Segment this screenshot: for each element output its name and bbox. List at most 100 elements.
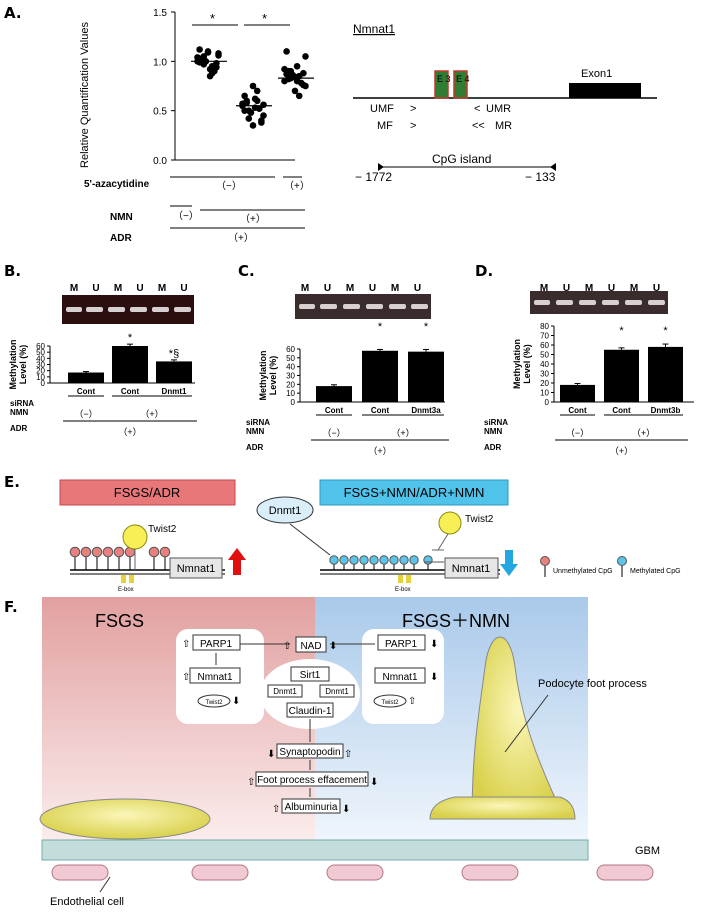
panel-a-point	[302, 53, 309, 60]
bar	[316, 386, 352, 402]
panel-a-ytick-label: 0.5	[153, 107, 167, 118]
panel-a-row-nmn: NMN	[110, 212, 133, 223]
methylated-cpg	[389, 555, 399, 565]
bar-ylabel: MethylationLevel (%)	[8, 339, 28, 389]
gel-lane-label: U	[414, 283, 421, 294]
unmethylated-cpg	[91, 546, 103, 558]
gel-lane-label: U	[653, 283, 660, 294]
bar-ylabel-line1: Methylation	[8, 339, 18, 389]
podocyte-label: Podocyte foot process	[538, 678, 647, 690]
synap-down: ⬇	[267, 749, 275, 760]
methylated-cpg	[329, 555, 339, 565]
alb-up: ⇧	[272, 804, 280, 815]
nmnat1-left-box	[169, 557, 223, 579]
bar-ytick-label: 20	[540, 379, 549, 388]
panel-label-a: A.	[4, 4, 22, 22]
panel-e-legend: Unmethylated CpG Methylated CpG	[540, 556, 681, 577]
nmn-plus: （+）	[140, 409, 163, 419]
bar-annotation: *§	[169, 348, 179, 360]
fpe-up: ⇧	[247, 777, 255, 788]
panel-a-adr-plus: （+）	[228, 232, 254, 244]
panel-a-point	[291, 87, 299, 95]
gel-lane-label: M	[585, 283, 593, 294]
panel-a-ylabel-text: Relative Quantification Values	[80, 22, 91, 168]
panel-a-group-table: 5'-azacytidine （−） （+） NMN （−） （+） ADR （…	[84, 176, 310, 244]
adr-plus: （+）	[610, 446, 633, 456]
podocyte-label-text: Podocyte foot process	[538, 678, 647, 690]
bar	[68, 372, 104, 383]
exon4-box	[453, 70, 468, 99]
endothelial-cell	[191, 864, 249, 881]
fsgs-title: FSGS	[95, 611, 144, 631]
panel-a-significance: * *	[192, 11, 290, 26]
exon3-box	[434, 70, 449, 99]
bar-ytick-label: 0	[291, 398, 296, 407]
unmethylated-cpg	[102, 546, 114, 558]
panel-a-point	[283, 48, 290, 55]
bar-group-label: Dnmt3a	[411, 406, 441, 415]
twist2-left-label: Twist2	[148, 524, 177, 535]
panel-a-point	[251, 95, 259, 103]
gel-lane-label: M	[301, 283, 309, 294]
bar-group-label: Dnmt1	[162, 387, 187, 396]
claudin-node: Claudin-1	[289, 706, 332, 717]
bar-group-label: Dnmt3b	[651, 406, 681, 415]
bar	[604, 349, 639, 402]
methylated-cpg	[423, 555, 433, 565]
gel-lane-label: M	[70, 283, 78, 294]
bar-ytick-label: 30	[286, 372, 295, 381]
gel-lane-label: M	[346, 283, 354, 294]
panel-a-point	[206, 72, 214, 80]
parp1-left: PARP1	[200, 639, 232, 650]
panel-a-point	[258, 119, 265, 126]
twist2-right-label: Twist2	[465, 514, 494, 525]
endothelial-cell	[596, 864, 654, 881]
gel-lane-label: M	[540, 283, 548, 294]
primer-umr-arrow: <	[474, 103, 480, 115]
nad-node: NAD	[300, 641, 321, 652]
gel-lane-label: U	[608, 283, 615, 294]
bar	[112, 346, 148, 383]
bar-ytick-label: 10	[286, 389, 295, 398]
bar-ytick-label: 10	[540, 389, 549, 398]
panel-a-point	[260, 112, 267, 119]
panel-a-point	[253, 87, 261, 95]
panel-e-diagram: FSGS/ADR FSGS+NMN/ADR+NMN Twist2 E-box N…	[59, 479, 681, 593]
gbm-layer	[41, 839, 589, 861]
bar-ytick-label: 70	[540, 332, 549, 341]
primer-mr-arrow: <<	[472, 120, 485, 132]
bar-annotation: *	[128, 332, 133, 344]
bar-ytick-label: 30	[540, 370, 549, 379]
gel-lane-label: U	[563, 283, 570, 294]
nmn-minus: （−）	[322, 428, 345, 438]
bar-ytick-label: 40	[540, 360, 549, 369]
bar-group-label: Cont	[612, 406, 631, 415]
unmethylated-cpg-icon	[540, 556, 550, 566]
synap-up: ⇧	[344, 749, 352, 760]
twist2-right-up: ⇧	[408, 696, 416, 707]
bar-ylabel: MethylationLevel (%)	[258, 350, 278, 400]
bar	[156, 361, 192, 383]
panel-label-d: D.	[475, 262, 494, 280]
bar-group-label: Cont	[77, 387, 96, 396]
twist2-left-f: Twist2	[205, 700, 223, 706]
nmnat1-right-f: Nmnat1	[382, 672, 417, 683]
unmethylated-cpg	[148, 546, 160, 558]
bar-ytick-label: 0	[41, 379, 46, 388]
panel-a-point	[196, 46, 203, 53]
panel-a-sig-1: *	[210, 11, 215, 26]
unmethylated-cpg	[159, 546, 171, 558]
panel-a-point	[300, 69, 307, 77]
bar-ytick-label: 50	[286, 354, 295, 363]
unmethylated-cpg-sites	[69, 546, 171, 570]
endothelial-label: Endothelial cell	[50, 896, 124, 908]
fsgs-nmn-banner	[319, 479, 509, 506]
bar-ytick-label: 10	[36, 373, 45, 382]
bar-ylabel-line2: Level (%)	[18, 345, 28, 385]
bar-ytick-label: 50	[540, 351, 549, 360]
panel-e-left-locus: Twist2 E-box Nmnat1	[69, 524, 246, 593]
dnmt1-arrow	[289, 523, 331, 556]
panel-e-right-locus: Dnmt1 Twist2 E-box Nmnat1	[256, 496, 518, 593]
endothelial-cells	[51, 864, 654, 881]
alb-down: ⬇	[342, 804, 350, 815]
